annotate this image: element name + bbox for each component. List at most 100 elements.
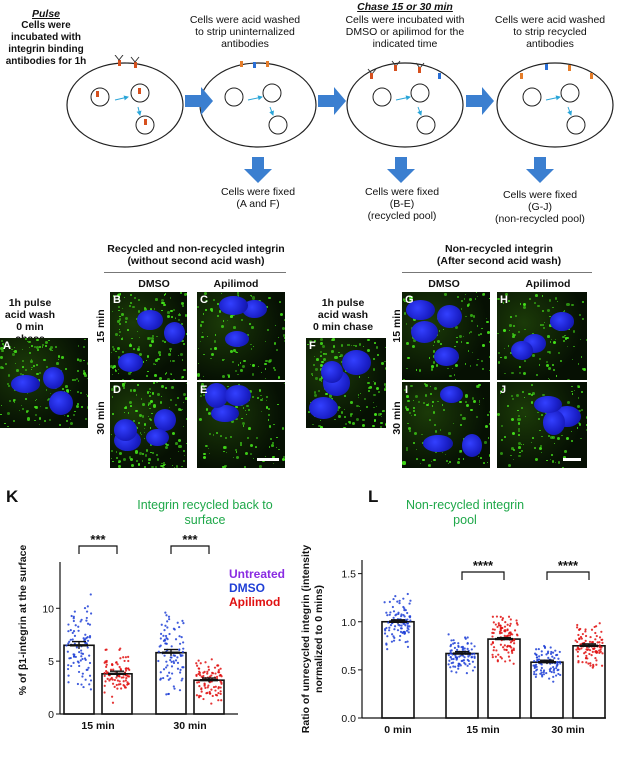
data-point — [459, 654, 462, 657]
data-point — [392, 639, 396, 642]
data-point — [181, 654, 184, 657]
vesicle-dot — [227, 375, 231, 379]
data-point — [495, 649, 498, 652]
data-point — [398, 638, 401, 642]
vesicle-dot — [226, 319, 229, 322]
cell-diagram-2 — [199, 61, 317, 148]
vesicle-dot — [358, 405, 360, 407]
vesicle-dot — [21, 366, 24, 368]
vesicle-dot — [421, 433, 423, 435]
data-point — [116, 687, 119, 690]
vesicle-dot — [486, 413, 489, 417]
data-point — [459, 664, 462, 667]
data-point — [500, 657, 503, 660]
data-point — [172, 685, 175, 688]
vesicle-dot — [145, 449, 149, 452]
data-point — [166, 664, 169, 667]
vesicle-dot — [520, 407, 523, 410]
vesicle-dot — [247, 437, 250, 440]
vesicle-dot — [349, 413, 353, 417]
vesicle-dot — [165, 386, 168, 389]
vesicle-dot — [434, 451, 437, 453]
vesicle-dot — [139, 432, 142, 434]
vesicle-dot — [513, 449, 516, 452]
vesicle-dot — [181, 359, 184, 361]
vesicle-dot — [216, 315, 219, 318]
vesicle-dot — [549, 341, 552, 343]
vesicle-dot — [129, 458, 134, 462]
data-point — [580, 637, 583, 640]
vesicle-dot — [481, 360, 483, 362]
fixed2-block: Cells were fixed (B-E) (recycled pool) — [350, 186, 454, 222]
data-point — [506, 644, 510, 647]
vesicle-dot — [184, 313, 187, 317]
vesicle-dot — [208, 412, 212, 416]
vesicle-dot — [131, 463, 135, 467]
vesicle-dot — [118, 322, 122, 326]
vesicle-dot — [563, 311, 565, 313]
chart-k-legend: Untreated DMSO Apilimod — [229, 567, 285, 609]
data-point — [540, 653, 543, 657]
vesicle-dot — [251, 326, 254, 329]
vesicle-dot — [453, 374, 456, 376]
data-point — [507, 655, 511, 658]
vesicle-dot — [485, 320, 489, 324]
data-point — [547, 656, 550, 660]
vesicle-dot — [382, 409, 385, 413]
vesicle-dot — [161, 395, 163, 398]
nucleus — [154, 409, 177, 432]
data-point — [385, 611, 388, 614]
data-point — [172, 661, 176, 665]
vesicle-dot — [45, 341, 49, 345]
data-point — [508, 634, 512, 637]
data-point — [557, 672, 560, 676]
data-point — [543, 645, 547, 648]
vesicle-dot — [442, 451, 444, 454]
vesicle-dot — [518, 415, 520, 417]
vesicle-dot — [223, 450, 225, 453]
data-point — [591, 641, 595, 644]
data-point — [168, 671, 171, 674]
vesicle-dot — [488, 297, 490, 300]
bar-apilimod — [101, 673, 133, 715]
vesicle-dot — [405, 341, 409, 345]
vesicle-dot — [14, 362, 17, 365]
vesicle-dot — [319, 338, 323, 342]
data-point — [78, 650, 81, 654]
vesicle-dot — [149, 394, 152, 397]
vesicle-dot — [457, 457, 461, 461]
vesicle-dot — [150, 337, 154, 341]
vesicle-dot — [310, 373, 313, 376]
data-point — [559, 673, 562, 677]
vesicle-dot — [372, 357, 376, 361]
vesicle-dot — [212, 299, 215, 302]
data-point — [493, 628, 496, 631]
data-point — [122, 680, 125, 683]
vesicle-dot — [425, 384, 428, 387]
vesicle-dot — [257, 397, 259, 399]
vesicle-dot — [156, 382, 158, 384]
down-arrow-icon — [244, 157, 272, 183]
vesicle-dot — [12, 399, 15, 402]
data-point — [449, 666, 452, 669]
vesicle-dot — [566, 302, 570, 307]
vesicle-dot — [45, 406, 48, 409]
vesicle-dot — [148, 337, 151, 340]
vesicle-dot — [141, 460, 144, 462]
data-point — [492, 646, 496, 649]
vesicle-dot — [233, 349, 237, 352]
vesicle-dot — [177, 396, 180, 400]
data-point — [71, 631, 74, 635]
data-point — [198, 674, 202, 677]
vesicle-dot — [30, 369, 33, 371]
data-point — [116, 663, 119, 666]
vesicle-dot — [521, 391, 525, 394]
vesicle-dot — [313, 355, 316, 358]
vesicle-dot — [2, 343, 5, 346]
vesicle-dot — [534, 302, 536, 304]
vesicle-dot — [345, 423, 348, 426]
vesicle-dot — [432, 350, 435, 353]
vesicle-dot — [247, 409, 250, 412]
data-point — [491, 656, 494, 659]
vesicle-dot — [517, 434, 520, 436]
